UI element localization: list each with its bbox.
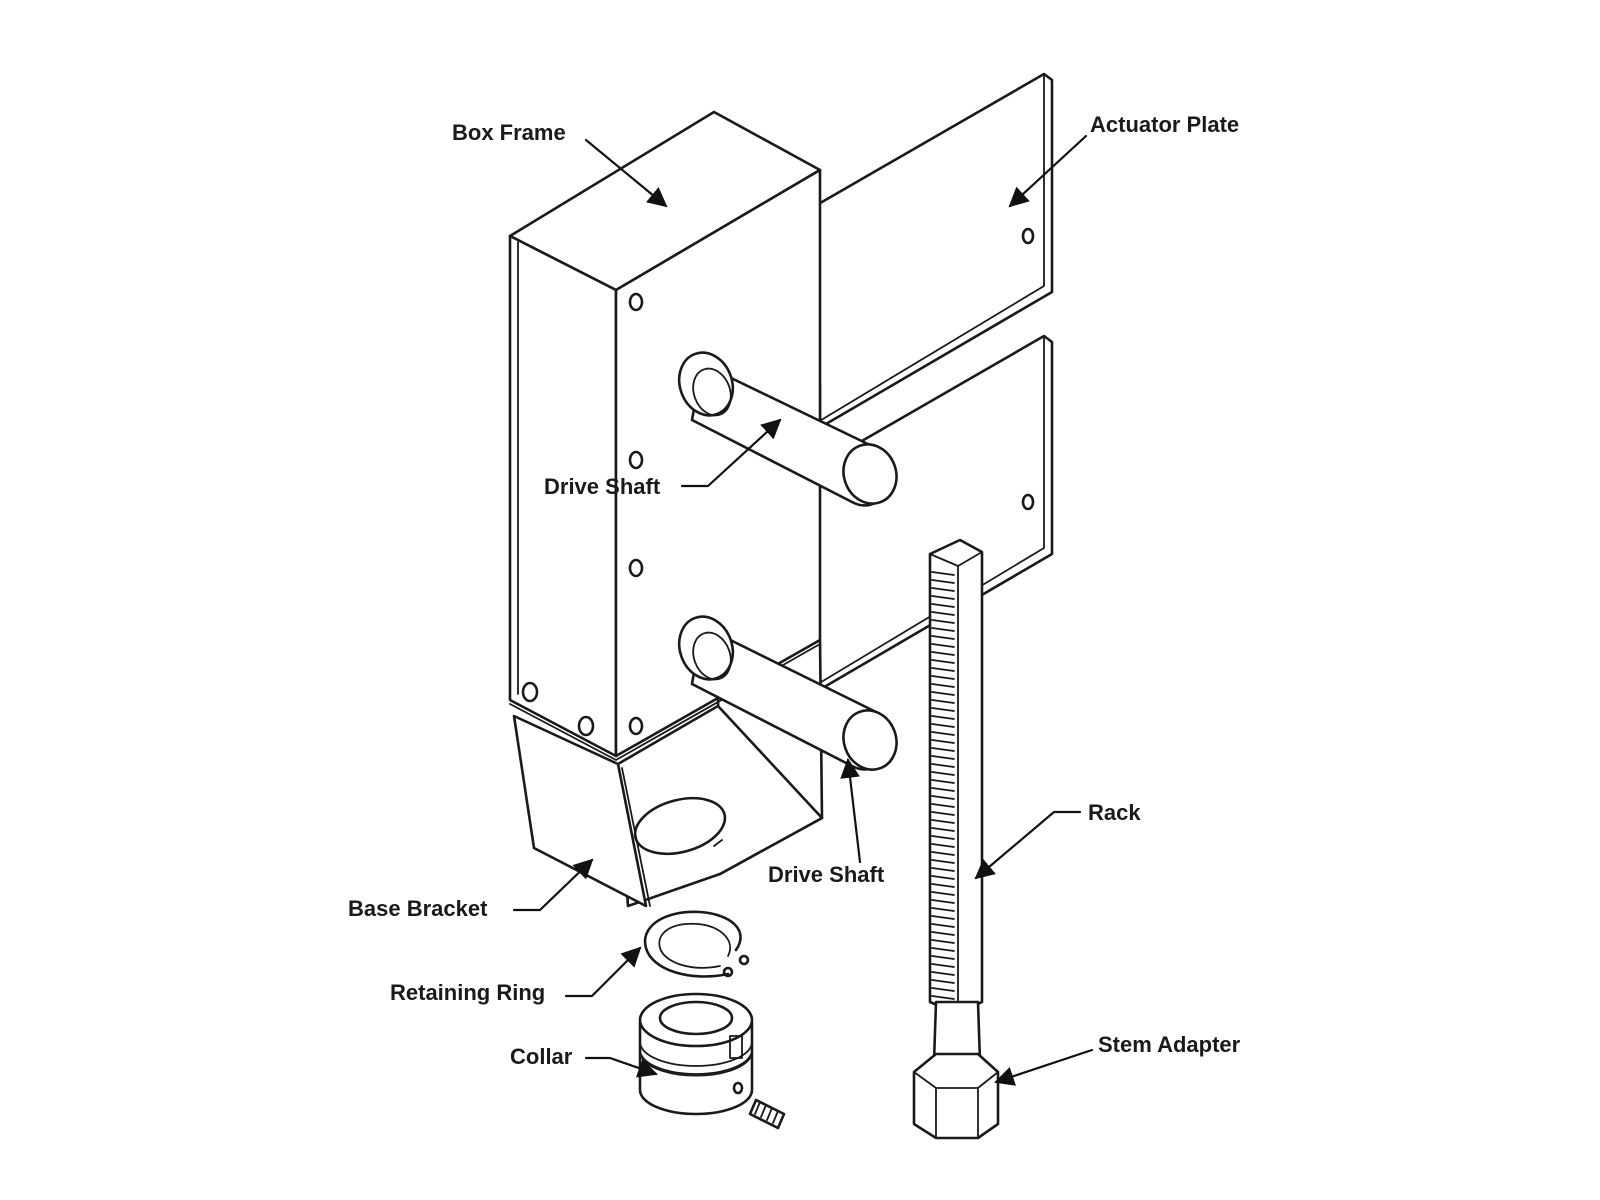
rack-tooth xyxy=(931,739,955,744)
rack-tooth xyxy=(931,995,955,1000)
rack-tooth xyxy=(931,963,955,968)
rack-tooth xyxy=(931,603,955,608)
rack-tooth xyxy=(931,595,955,600)
rack-tooth xyxy=(931,779,955,784)
rack-tooth xyxy=(931,947,955,952)
collar xyxy=(638,992,754,1116)
rack-tooth xyxy=(931,875,955,880)
label-drive-shaft-lower: Drive Shaft xyxy=(768,862,885,887)
leader-actuator-plate xyxy=(1008,134,1088,208)
rack-tooth xyxy=(931,747,955,752)
stem-adapter xyxy=(912,1052,1000,1140)
rack-tooth xyxy=(931,803,955,808)
rack-tooth xyxy=(931,843,955,848)
rack-tooth xyxy=(931,659,955,664)
drive-shaft-lower xyxy=(677,615,898,771)
labels: Box Frame Actuator Plate Drive Shaft Dri… xyxy=(348,112,1241,1069)
label-retaining-ring: Retaining Ring xyxy=(390,980,545,1005)
leader-drive-shaft-upper xyxy=(680,418,782,488)
label-actuator-plate: Actuator Plate xyxy=(1090,112,1239,137)
rack-tooth xyxy=(931,915,955,920)
rack-tooth xyxy=(931,571,955,576)
rack-tooth xyxy=(931,643,955,648)
rack-tooth xyxy=(931,827,955,832)
rack-tooth xyxy=(931,627,955,632)
rack-tooth xyxy=(931,619,955,624)
leader-stem-adapter xyxy=(994,1048,1094,1086)
retaining-ring xyxy=(643,910,750,978)
label-base-bracket: Base Bracket xyxy=(348,896,488,921)
rack-tooth xyxy=(931,883,955,888)
rack-tooth xyxy=(931,939,955,944)
rack-tooth xyxy=(931,907,955,912)
rack-tooth xyxy=(931,683,955,688)
rack-tooth xyxy=(931,931,955,936)
leader-base-bracket xyxy=(512,858,594,912)
label-box-frame: Box Frame xyxy=(452,120,566,145)
rack-tooth xyxy=(931,635,955,640)
rack-tooth xyxy=(931,763,955,768)
rack-tooth xyxy=(931,795,955,800)
rack-tooth xyxy=(931,755,955,760)
rack-tooth xyxy=(931,891,955,896)
rack-tooth xyxy=(931,867,955,872)
leader-rack xyxy=(974,810,1082,880)
rack-tooth xyxy=(931,579,955,584)
rack-tooth xyxy=(931,675,955,680)
rack-tooth xyxy=(931,707,955,712)
rack-tooth xyxy=(931,851,955,856)
rack-tooth xyxy=(931,587,955,592)
rack-tooth xyxy=(931,787,955,792)
label-collar: Collar xyxy=(510,1044,573,1069)
label-stem-adapter: Stem Adapter xyxy=(1098,1032,1241,1057)
rack-tooth xyxy=(931,731,955,736)
rack-tooth xyxy=(931,987,955,992)
rack-tooth xyxy=(931,771,955,776)
rack-tooth xyxy=(931,691,955,696)
leader-box-frame xyxy=(584,138,668,208)
rack-tooth xyxy=(931,651,955,656)
leader-lines xyxy=(512,134,1094,1086)
rack-tooth xyxy=(931,667,955,672)
leader-retaining-ring xyxy=(564,946,642,998)
label-rack: Rack xyxy=(1088,800,1141,825)
rack-tooth xyxy=(931,955,955,960)
set-screw xyxy=(748,1098,786,1130)
label-drive-shaft-upper: Drive Shaft xyxy=(544,474,661,499)
rack-tooth xyxy=(931,979,955,984)
rack-tooth xyxy=(931,899,955,904)
rack-tooth xyxy=(931,971,955,976)
rack-tooth xyxy=(931,715,955,720)
drive-shaft-upper xyxy=(677,351,898,507)
rack xyxy=(928,538,984,1064)
rack-tooth xyxy=(931,611,955,616)
rack-tooth xyxy=(931,811,955,816)
rack-tooth xyxy=(931,819,955,824)
leader-collar xyxy=(584,1056,658,1078)
rack-tooth xyxy=(931,699,955,704)
rack-tooth xyxy=(931,923,955,928)
rack-tooth xyxy=(931,723,955,728)
rack-tooth xyxy=(931,835,955,840)
leader-drive-shaft-lower xyxy=(840,758,862,864)
rack-tooth xyxy=(931,859,955,864)
